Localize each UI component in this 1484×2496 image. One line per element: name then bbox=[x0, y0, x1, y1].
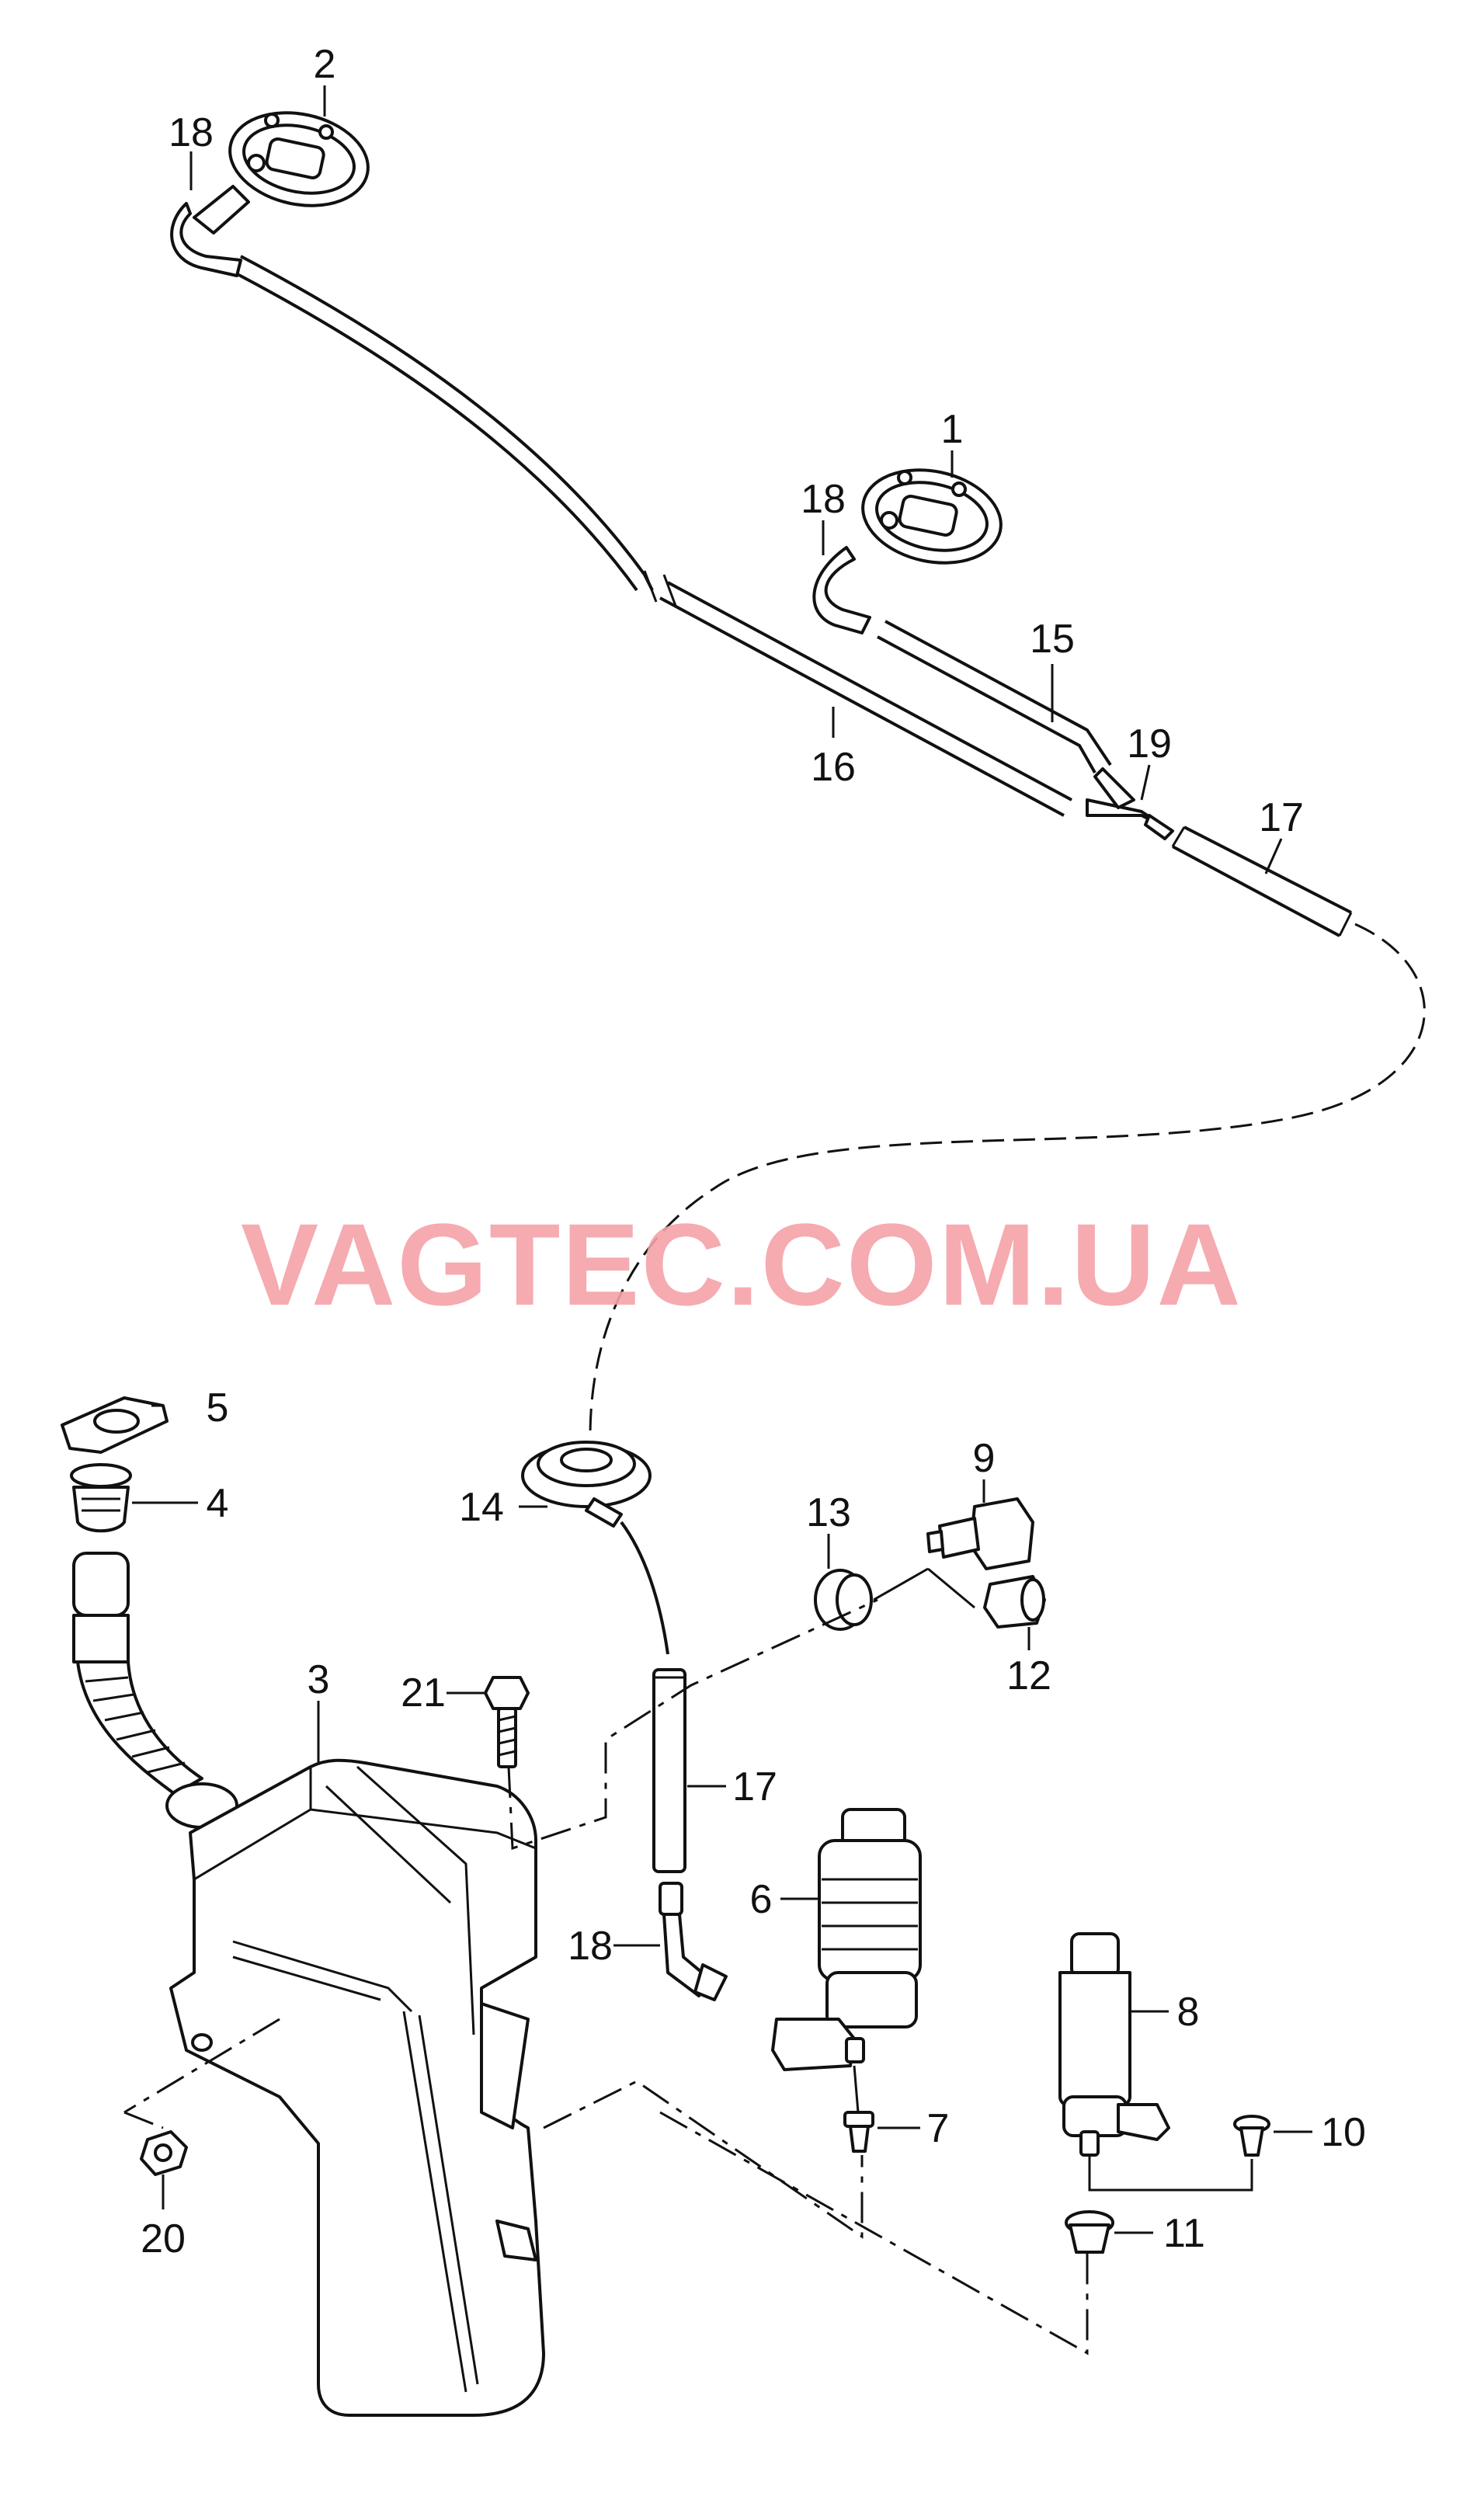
callout-18-top-right: 18 bbox=[801, 477, 846, 522]
callout-7: 7 bbox=[927, 2106, 950, 2151]
pump-6 bbox=[771, 1808, 922, 2071]
leader-nut-20 bbox=[123, 2018, 280, 2129]
hose-grommet-down bbox=[620, 1521, 669, 1655]
callout-9: 9 bbox=[973, 1436, 996, 1481]
callout-4: 4 bbox=[207, 1481, 229, 1526]
watermark-text: VAGTEC.COM.UA bbox=[241, 1199, 1242, 1330]
leader-10-11 bbox=[1088, 2155, 1253, 2192]
nozzle-1 bbox=[861, 468, 1003, 565]
callout-2: 2 bbox=[314, 42, 336, 87]
leader-pump-6-grommet bbox=[853, 2065, 860, 2113]
fitting-18-lower bbox=[659, 1882, 728, 2001]
level-sensor-9 bbox=[926, 1497, 1034, 1570]
callout-19: 19 bbox=[1127, 721, 1172, 767]
pump-8 bbox=[1058, 1932, 1170, 2157]
callout-17-lower: 17 bbox=[732, 1764, 777, 1809]
strainer-4 bbox=[70, 1463, 132, 1533]
bolt-21 bbox=[484, 1676, 530, 1768]
nozzle-2-fitting bbox=[170, 185, 250, 277]
grommet-13 bbox=[814, 1569, 873, 1631]
callout-10: 10 bbox=[1321, 2110, 1366, 2155]
leader-9-12-13 bbox=[873, 1567, 975, 1609]
nut-20 bbox=[140, 2130, 188, 2176]
filler-cap-5 bbox=[61, 1396, 169, 1454]
hose-17-upper bbox=[1171, 826, 1353, 937]
callout-18-lower: 18 bbox=[568, 1924, 613, 1969]
nozzle-2 bbox=[228, 111, 370, 207]
y-connector-19 bbox=[1086, 767, 1174, 840]
callout-3: 3 bbox=[308, 1657, 330, 1702]
callout-12: 12 bbox=[1006, 1653, 1051, 1698]
callout-leaders bbox=[132, 85, 1312, 2234]
nozzle-1-fitting bbox=[812, 546, 871, 634]
hose-15 bbox=[877, 620, 1112, 773]
callout-15: 15 bbox=[1030, 617, 1075, 662]
callout-6: 6 bbox=[750, 1877, 773, 1922]
leader-pump-grommets bbox=[543, 2080, 1089, 2355]
grommet-10 bbox=[1233, 2115, 1270, 2157]
grommet-14 bbox=[521, 1441, 652, 1528]
reservoir-3 bbox=[169, 1758, 545, 2417]
sensor-cap-12 bbox=[983, 1575, 1046, 1629]
callout-14: 14 bbox=[459, 1485, 504, 1530]
callout-1: 1 bbox=[941, 407, 964, 452]
callout-20: 20 bbox=[141, 2216, 186, 2261]
leader-bolt-21 bbox=[507, 1598, 878, 1851]
callout-13: 13 bbox=[806, 1490, 851, 1535]
grommet-11 bbox=[1065, 2210, 1114, 2254]
filler-neck bbox=[72, 1552, 238, 1829]
callout-5: 5 bbox=[207, 1385, 229, 1431]
callout-18-top-left: 18 bbox=[169, 110, 214, 155]
callout-21: 21 bbox=[401, 1670, 446, 1716]
callout-17-upper: 17 bbox=[1259, 795, 1304, 840]
callout-11: 11 bbox=[1163, 2211, 1205, 2256]
grommet-7 bbox=[843, 2111, 874, 2153]
hose-17-lower bbox=[652, 1668, 686, 1873]
callout-8: 8 bbox=[1177, 1990, 1200, 2035]
callout-16: 16 bbox=[811, 745, 856, 790]
hose-16 bbox=[232, 255, 1072, 817]
hose-routing-dashed bbox=[589, 923, 1426, 1437]
